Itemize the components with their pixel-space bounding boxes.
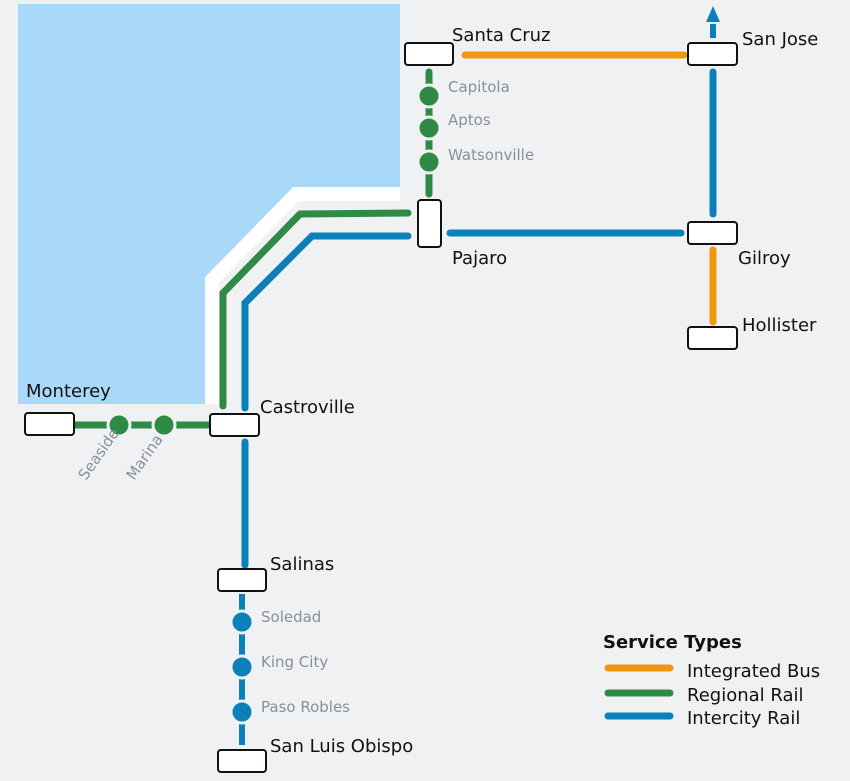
stop-label-watsonville: Watsonville [448,146,534,164]
stop-dot-soledad[interactable] [229,609,255,635]
station-label-san-jose: San Jose [742,29,818,50]
stop-label-paso-robles: Paso Robles [261,698,350,716]
stop-dot-paso-robles[interactable] [229,699,255,725]
legend: Service Types Integrated Bus Regional Ra… [603,632,820,729]
stop-dot-capitola[interactable] [416,83,442,109]
stop-dot-king-city[interactable] [229,654,255,680]
shoreline [205,187,400,404]
stop-label-soledad: Soledad [261,608,321,626]
bay-water-fill [18,4,400,404]
stop-label-aptos: Aptos [448,111,491,129]
station-label-santa-cruz: Santa Cruz [452,25,551,46]
station-box-san-jose[interactable] [687,42,738,66]
station-box-salinas[interactable] [217,568,267,592]
station-box-hollister[interactable] [687,326,738,350]
regional-line-pajaro-castroville[interactable] [219,209,412,410]
station-label-castroville: Castroville [260,397,355,418]
station-box-santa-cruz[interactable] [404,42,454,66]
stop-dot-seaside[interactable] [106,412,132,438]
legend-label-integrated-bus: Integrated Bus [687,661,820,682]
stop-dot-aptos[interactable] [416,115,442,141]
station-label-hollister: Hollister [742,315,817,336]
station-label-monterey: Monterey [26,381,111,402]
stop-label-seaside: Seaside [75,425,123,483]
stop-label-king-city: King City [261,653,328,671]
station-box-monterey[interactable] [24,412,75,436]
station-box-san-luis-obispo[interactable] [217,749,267,773]
legend-label-regional-rail: Regional Rail [687,685,804,706]
intercity-line-pajaro-castroville[interactable] [241,232,412,412]
stop-dot-marina[interactable] [151,412,177,438]
station-label-salinas: Salinas [270,554,334,575]
station-label-pajaro: Pajaro [452,248,507,269]
station-box-pajaro[interactable] [417,199,442,248]
stop-label-capitola: Capitola [448,78,510,96]
stop-label-marina: Marina [123,431,167,483]
legend-label-intercity-rail: Intercity Rail [687,708,800,729]
legend-title: Service Types [603,632,742,653]
stop-dot-watsonville[interactable] [416,149,442,175]
station-box-gilroy[interactable] [687,221,738,245]
station-label-gilroy: Gilroy [738,248,791,269]
station-box-castroville[interactable] [209,413,260,437]
station-label-san-luis-obispo: San Luis Obispo [270,736,413,757]
arrow-up-icon [706,6,720,22]
